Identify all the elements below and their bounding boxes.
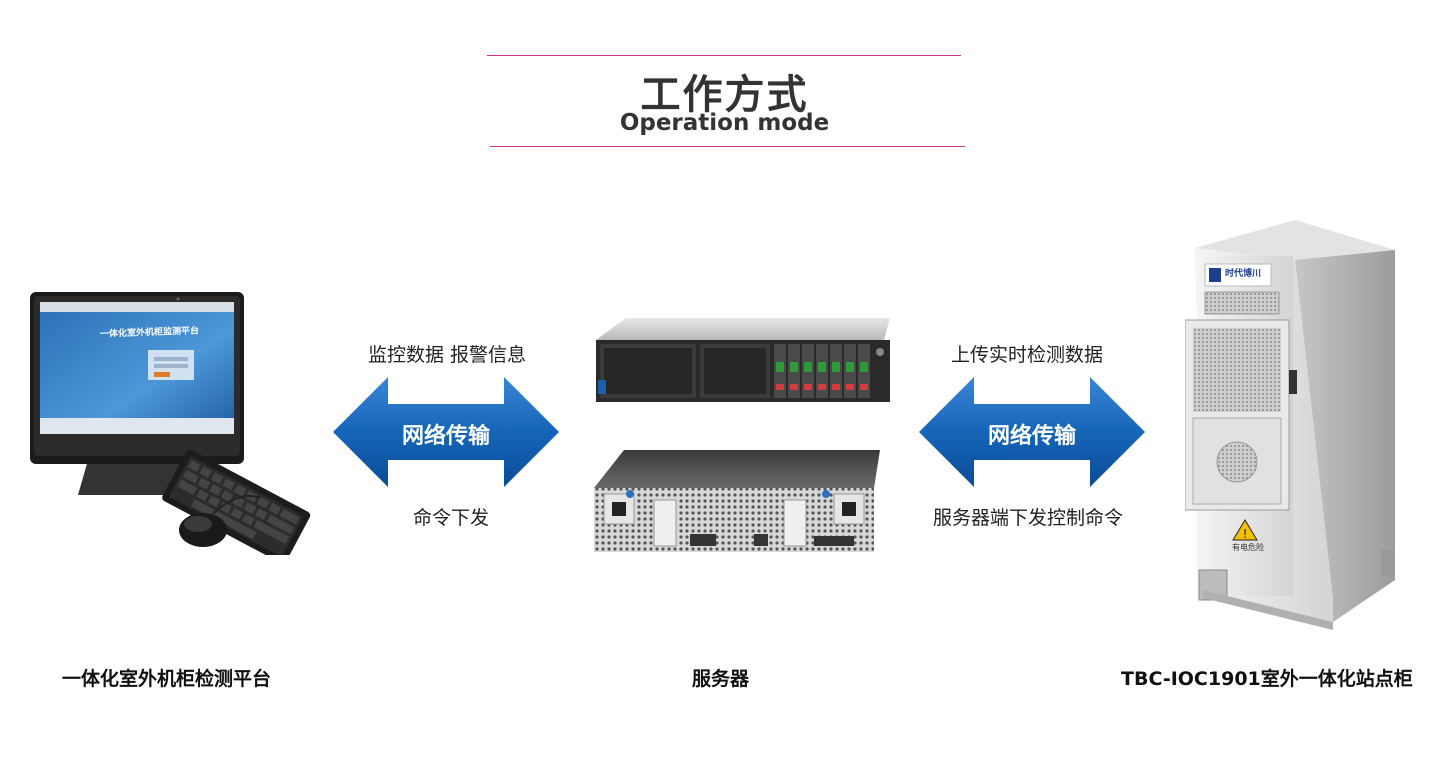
page-subtitle: Operation mode [619, 110, 830, 136]
cabinet-icon: ! [1185, 220, 1395, 630]
svg-text:!: ! [1243, 527, 1248, 541]
left-top-label: 监控数据 报警信息 [368, 344, 527, 366]
server-front-icon [596, 318, 890, 402]
computer-caption: 一体化室外机柜检测平台 [62, 668, 272, 690]
left-arrow-label: 网络传输 [401, 424, 490, 449]
header-bottom-rule [490, 146, 965, 147]
left-double-arrow-icon [333, 377, 559, 487]
right-double-arrow-icon [919, 377, 1145, 487]
left-bottom-label: 命令下发 [413, 507, 490, 529]
right-arrow-label: 网络传输 [987, 424, 1076, 449]
header-top-rule [487, 55, 961, 56]
server-caption: 服务器 [692, 668, 750, 690]
right-bottom-label: 服务器端下发控制命令 [933, 507, 1124, 529]
cabinet-caption: TBC-IOC1901室外一体化站点柜 [1121, 668, 1413, 690]
cabinet-warning-text: 有电危险 [1232, 543, 1264, 552]
cabinet-logo-text: 时代博川 [1225, 269, 1262, 279]
server-rear-icon [594, 450, 880, 552]
computer-icon [30, 292, 311, 555]
page-title: 工作方式 [640, 72, 809, 118]
right-top-label: 上传实时检测数据 [951, 344, 1104, 366]
